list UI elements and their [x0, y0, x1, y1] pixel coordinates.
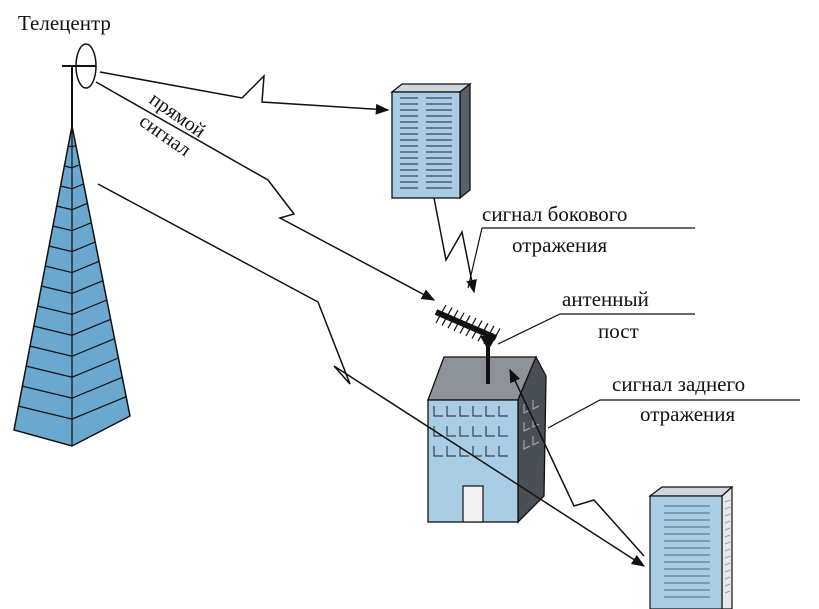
side-reflection-label-line2: отражения: [512, 233, 608, 257]
tower-band: [29, 338, 115, 357]
back-reflection-label-line2: отражения: [640, 402, 736, 426]
direct-signal: [95, 81, 436, 301]
antenna-element: [471, 320, 483, 339]
antenna-element: [465, 317, 477, 337]
window: [498, 406, 508, 417]
side-reflection-label-line1: сигнал бокового: [482, 202, 627, 226]
side-reflection-signal: [433, 197, 477, 294]
window: [446, 406, 456, 417]
antenna-element: [459, 315, 471, 334]
signal-paths: [95, 71, 646, 567]
signal-to-back-building: [97, 183, 646, 567]
window: [485, 426, 495, 437]
back-reflection-label-line1: сигнал заднего: [612, 372, 745, 396]
tower-band: [64, 164, 80, 169]
tower-band: [60, 183, 84, 190]
telecenter-label: Телецентр: [18, 11, 111, 35]
side-window-slat: [724, 555, 731, 559]
side-window: [532, 436, 540, 446]
antenna-post-label-line2: пост: [598, 319, 639, 343]
antenna-element: [453, 312, 465, 332]
side-window-slat: [724, 499, 731, 503]
window: [485, 446, 495, 457]
side-window: [532, 400, 540, 410]
antenna-element: [489, 328, 501, 347]
side-window-slat: [724, 583, 731, 587]
window: [433, 446, 443, 457]
signal-to-top-building: [99, 71, 390, 115]
reflecting-building-bottom: [648, 485, 734, 609]
window: [472, 426, 482, 437]
tower-band: [67, 144, 77, 148]
tower-band: [17, 396, 127, 420]
side-window-slat: [724, 569, 731, 573]
tower-band: [25, 357, 119, 378]
side-window: [523, 404, 531, 414]
side-window: [523, 422, 531, 432]
window: [446, 426, 456, 437]
tower-band: [37, 299, 108, 316]
window: [459, 446, 469, 457]
window: [485, 406, 495, 417]
window: [498, 446, 508, 457]
side-window-slat: [724, 576, 731, 580]
label-leaders: [467, 227, 800, 429]
side-window-slat: [724, 590, 731, 594]
antenna-post-label-line1: антенный: [562, 287, 649, 311]
side-window-slat: [724, 513, 731, 517]
side-window-slat: [724, 534, 731, 538]
tower-band: [44, 260, 100, 274]
window: [459, 406, 469, 417]
window: [433, 406, 443, 417]
tower-band: [40, 280, 104, 295]
side-window-slat: [724, 562, 731, 566]
side-window-slat: [724, 541, 731, 545]
antenna-element: [435, 304, 447, 324]
tower-band: [33, 318, 111, 336]
window: [498, 426, 508, 437]
side-window: [523, 440, 531, 450]
window: [472, 406, 482, 417]
side-window: [532, 418, 540, 428]
transmitter-tower: [13, 43, 131, 447]
antenna-element: [447, 309, 459, 329]
window: [446, 446, 456, 457]
tower-band: [21, 376, 123, 399]
antenna-loop-icon: [75, 43, 97, 89]
side-window-slat: [724, 548, 731, 552]
tv-antenna-icon: [434, 304, 501, 384]
window: [433, 426, 443, 437]
antenna-element: [483, 325, 495, 345]
reflecting-building-top: [390, 82, 472, 200]
side-window-slat: [724, 527, 731, 531]
side-window-slat: [724, 520, 731, 524]
tower-band: [56, 202, 88, 211]
antenna-element: [441, 307, 453, 326]
antenna-element: [477, 322, 489, 342]
building-door: [462, 485, 484, 523]
back-reflection-signal: [509, 368, 645, 557]
tower-band: [48, 241, 96, 253]
tower-band: [52, 222, 92, 232]
receiving-building: [427, 355, 547, 524]
side-window-slat: [724, 506, 731, 510]
window: [459, 426, 469, 437]
